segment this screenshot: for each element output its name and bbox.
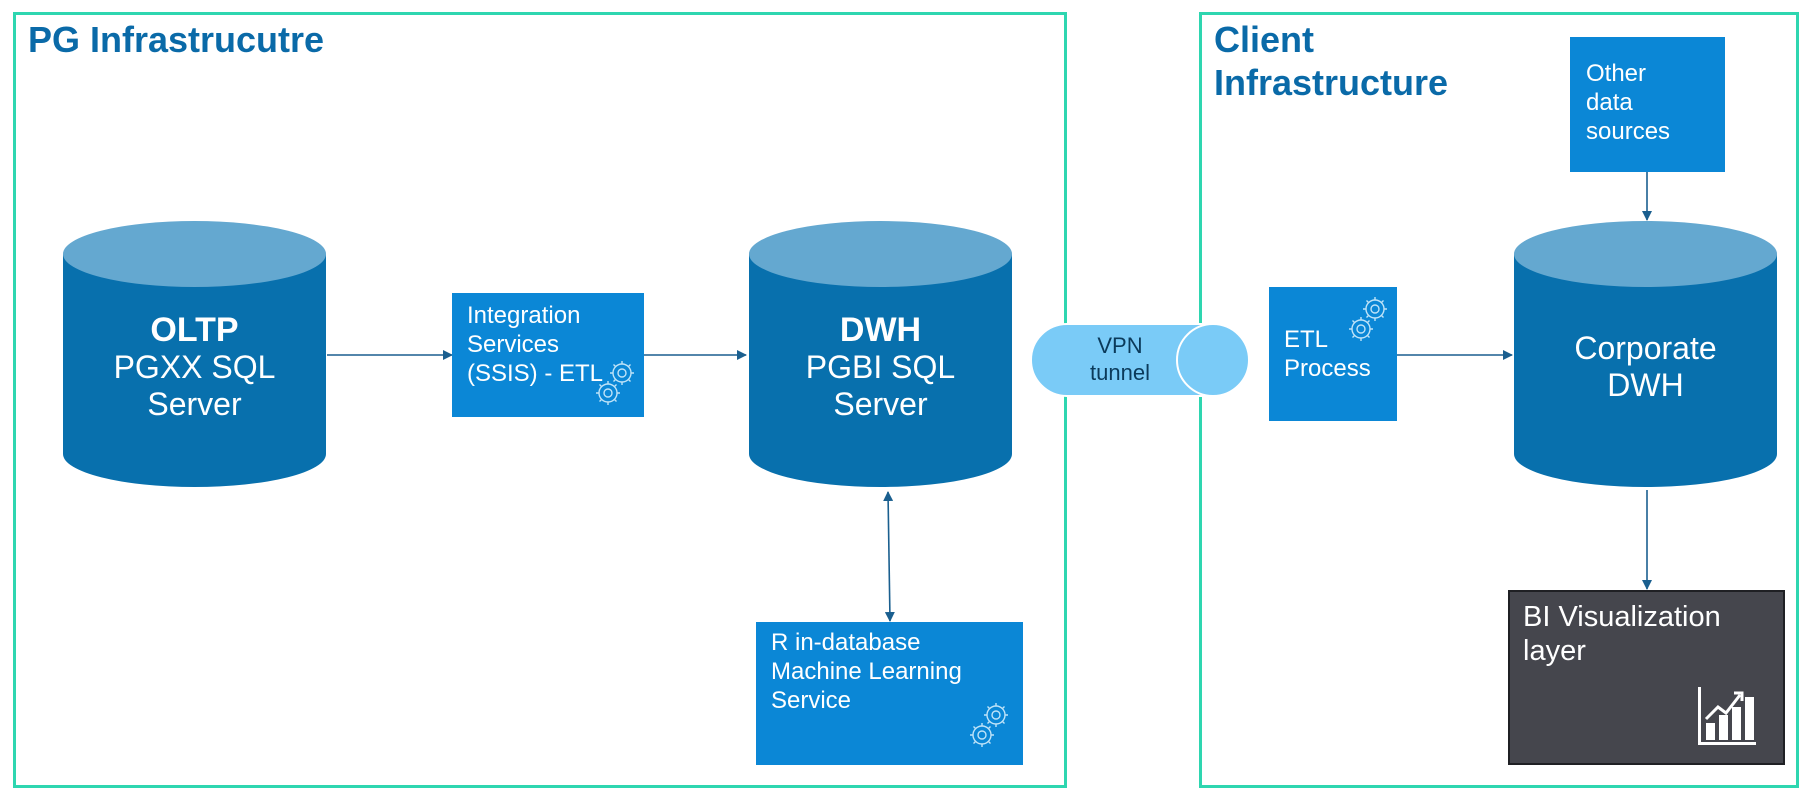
oltp-cylinder-shape bbox=[63, 221, 326, 488]
vpn-tunnel-label: VPN tunnel bbox=[1070, 332, 1170, 386]
r-ml-line1: R in-database bbox=[771, 629, 921, 656]
ssis-line1: Integration bbox=[467, 302, 581, 329]
gears-icon bbox=[596, 361, 634, 405]
pg-infrastructure-frame bbox=[13, 12, 1067, 788]
other-data-sources-box: Other data sources bbox=[1570, 37, 1725, 172]
corporate-cylinder-shape bbox=[1514, 221, 1777, 488]
etl-process-box: ETL Process bbox=[1269, 287, 1397, 421]
dwh-name: DWH bbox=[839, 311, 922, 349]
dwh-line2: Server bbox=[833, 386, 928, 422]
etl-line2: Process bbox=[1284, 355, 1371, 382]
etl-line1: ETL bbox=[1284, 326, 1329, 353]
client-title-line1: Client bbox=[1214, 19, 1315, 60]
dwh-database: DWH PGBI SQL Server bbox=[748, 220, 1013, 488]
corporate-dwh-database: Corporate DWH bbox=[1513, 220, 1778, 488]
oltp-database: OLTP PGXX SQL Server bbox=[62, 220, 327, 488]
bi-visualization-box: BI Visualization layer bbox=[1508, 590, 1785, 765]
other-line3: sources bbox=[1586, 118, 1671, 145]
dwh-line1: PGBI SQL bbox=[805, 349, 956, 385]
r-ml-line2: Machine Learning bbox=[771, 658, 962, 685]
other-line1: Other bbox=[1586, 60, 1647, 87]
oltp-line2: Server bbox=[147, 386, 242, 422]
ssis-line3: (SSIS) - ETL bbox=[467, 360, 604, 387]
vpn-line1: VPN bbox=[1097, 333, 1143, 358]
arrow-dwh-r-ml bbox=[883, 491, 895, 622]
r-ml-service-box: R in-database Machine Learning Service bbox=[756, 622, 1023, 765]
oltp-name: OLTP bbox=[150, 311, 239, 349]
client-title-line2: Infrastructure bbox=[1214, 62, 1449, 103]
r-ml-line3: Service bbox=[771, 687, 852, 714]
gears-icon bbox=[970, 703, 1008, 747]
vpn-line2: tunnel bbox=[1090, 360, 1150, 385]
bi-line1: BI Visualization bbox=[1523, 601, 1721, 633]
vpn-tunnel-shape bbox=[1030, 323, 1250, 397]
pg-infrastructure-title: PG Infrastrucutre bbox=[28, 19, 325, 60]
corporate-line2: DWH bbox=[1607, 367, 1684, 403]
client-infrastructure-frame bbox=[1199, 12, 1799, 788]
dwh-cylinder-shape bbox=[749, 221, 1012, 488]
corporate-line1: Corporate bbox=[1574, 330, 1717, 366]
ssis-etl-box: Integration Services (SSIS) - ETL bbox=[452, 293, 644, 417]
other-line2: data bbox=[1586, 89, 1633, 116]
oltp-line1: PGXX SQL bbox=[113, 349, 276, 385]
bar-chart-icon bbox=[1698, 687, 1756, 745]
gears-icon bbox=[1349, 297, 1387, 341]
client-infrastructure-title: Client Infrastructure bbox=[1214, 18, 1448, 104]
ssis-line2: Services bbox=[467, 331, 560, 358]
bi-line2: layer bbox=[1523, 635, 1586, 667]
